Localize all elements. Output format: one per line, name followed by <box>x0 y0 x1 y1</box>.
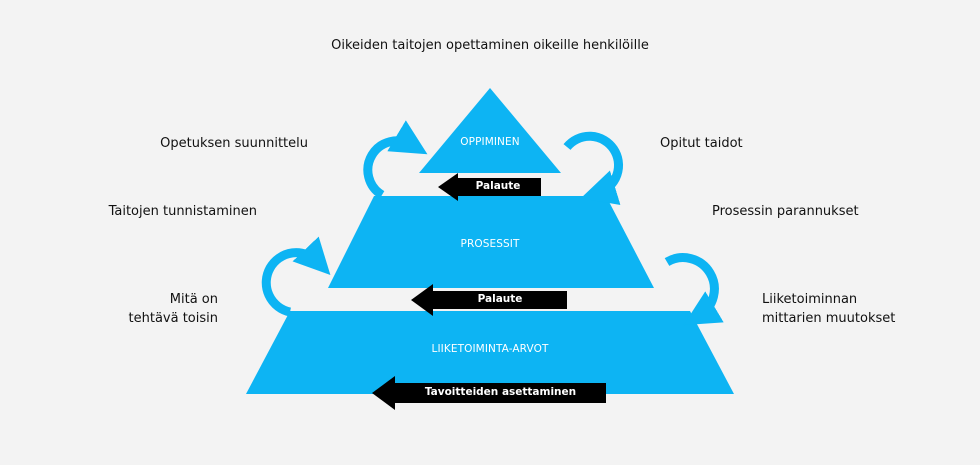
left-label-taitojen-tunnistaminen: Taitojen tunnistaminen <box>108 204 257 219</box>
left-label-opetuksen-suunnittelu: Opetuksen suunnittelu <box>160 136 308 151</box>
left-label-line-1: Mitä on <box>169 292 218 307</box>
feedback-label-2: Palaute <box>477 293 523 305</box>
right-label-prosessin-parannukset: Prosessin parannukset <box>712 204 859 219</box>
diagram-title: Oikeiden taitojen opettaminen oikeille h… <box>331 38 649 53</box>
cycle-arrow-icon <box>563 131 623 205</box>
tier-label-liiketoiminta-arvot: LIIKETOIMINTA-ARVOT <box>431 343 549 355</box>
feedback-label-1: Palaute <box>475 180 521 192</box>
cycle-arrow-icon <box>664 253 724 326</box>
tier-top-oppiminen <box>419 88 561 173</box>
cycle-arrow-icon <box>363 120 428 199</box>
tier-middle-prosessit <box>328 196 654 288</box>
right-label-line-2: mittarien muutokset <box>762 311 896 326</box>
feedback-label-3: Tavoitteiden asettaminen <box>424 386 577 398</box>
tier-bottom-liiketoiminta-arvot <box>246 311 734 394</box>
tier-label-oppiminen: OPPIMINEN <box>460 136 520 148</box>
right-label-line-1: Liiketoiminnan <box>762 292 858 307</box>
tier-label-prosessit: PROSESSIT <box>460 238 520 250</box>
feedback-arrow-2 <box>411 284 567 316</box>
right-label-opitut-taidot: Opitut taidot <box>660 136 743 151</box>
left-label-line-2: tehtävä toisin <box>128 311 218 326</box>
left-label-mita-on-tehtava-toisin: Mitä on tehtävä toisin <box>80 290 218 328</box>
feedback-arrow-3 <box>372 376 606 410</box>
right-label-liiketoiminnan-mittarien-muutokset: Liiketoiminnan mittarien muutokset <box>762 290 962 328</box>
cycle-arrow-icon <box>261 236 331 317</box>
feedback-arrow-1 <box>438 173 541 201</box>
